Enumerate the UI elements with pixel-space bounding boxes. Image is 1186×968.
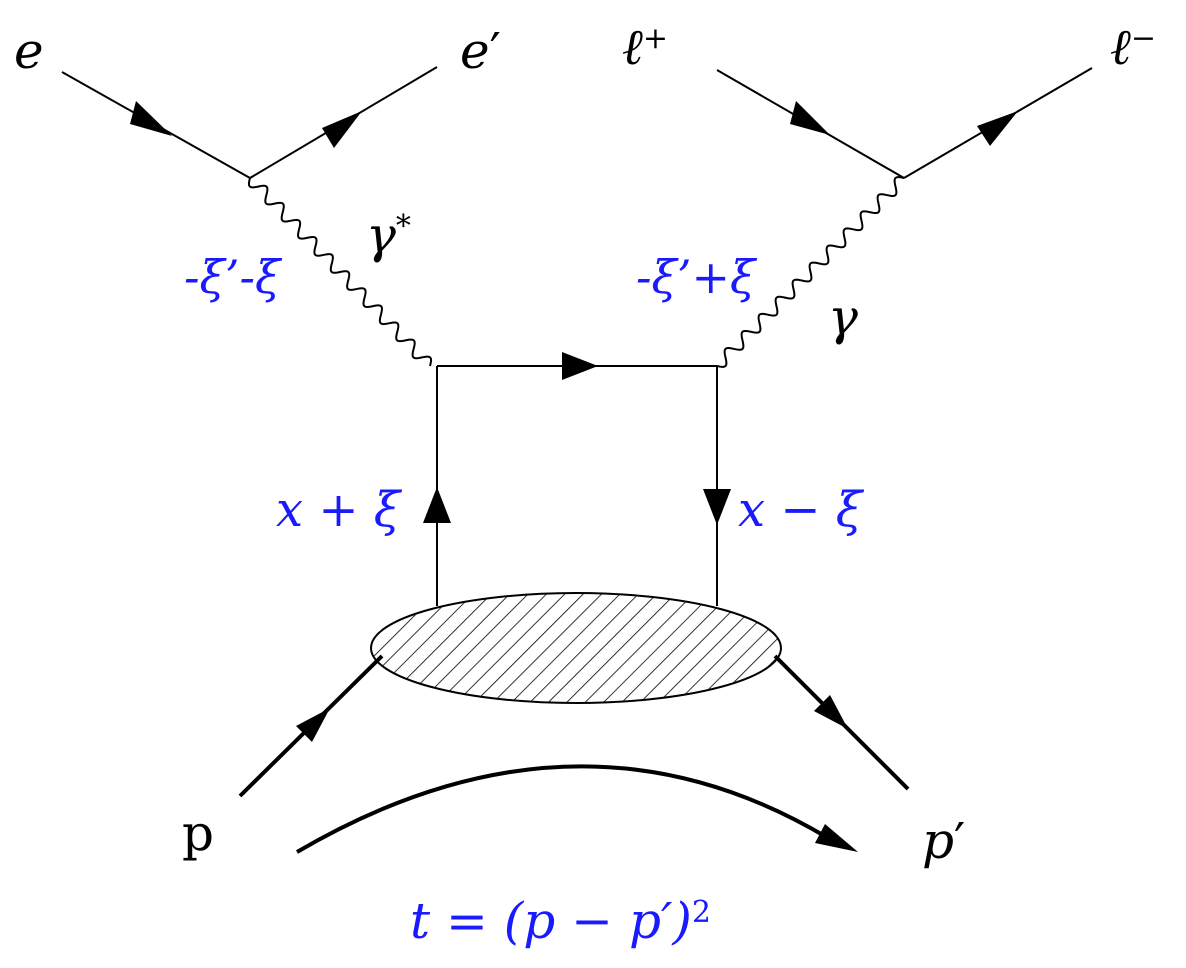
real-photon-line xyxy=(716,176,905,368)
outgoing-proton-label: p′ xyxy=(922,812,966,870)
real-photon-label: γ xyxy=(828,288,858,346)
gpd-blob xyxy=(370,592,782,704)
lepton-minus-label: ℓ− xyxy=(1110,18,1156,76)
virtual-photon-fraction-label: -ξ’-ξ xyxy=(184,250,281,304)
incoming-proton-arrow xyxy=(296,708,330,742)
incoming-quark-fraction-label: x + ξ xyxy=(276,482,401,538)
lepton-plus-label: ℓ+ xyxy=(622,18,668,76)
virtual-photon-line xyxy=(247,177,433,367)
momentum-transfer-label: t = (p − p′)2 xyxy=(410,892,711,950)
outgoing-quark-fraction-label: x − ξ xyxy=(738,482,863,538)
lepton-plus-arrow xyxy=(790,101,830,135)
outgoing-electron-label: e′ xyxy=(460,22,501,80)
momentum-transfer-arc xyxy=(295,764,830,854)
incoming-electron-label: e xyxy=(14,22,44,80)
outgoing-proton-arrow xyxy=(814,695,848,729)
outgoing-electron-arrow xyxy=(322,111,362,148)
incoming-electron-arrow xyxy=(130,101,172,136)
quark-propagator-arrow xyxy=(562,352,598,380)
virtual-photon-label: γ* xyxy=(366,206,411,264)
incoming-proton-label: p xyxy=(182,804,215,862)
lepton-minus-arrow xyxy=(977,111,1018,146)
outgoing-quark-arrow xyxy=(703,489,731,525)
real-photon-fraction-label: -ξ’+ξ xyxy=(636,250,756,304)
momentum-transfer-arrow xyxy=(815,824,858,852)
incoming-quark-arrow xyxy=(423,487,451,523)
